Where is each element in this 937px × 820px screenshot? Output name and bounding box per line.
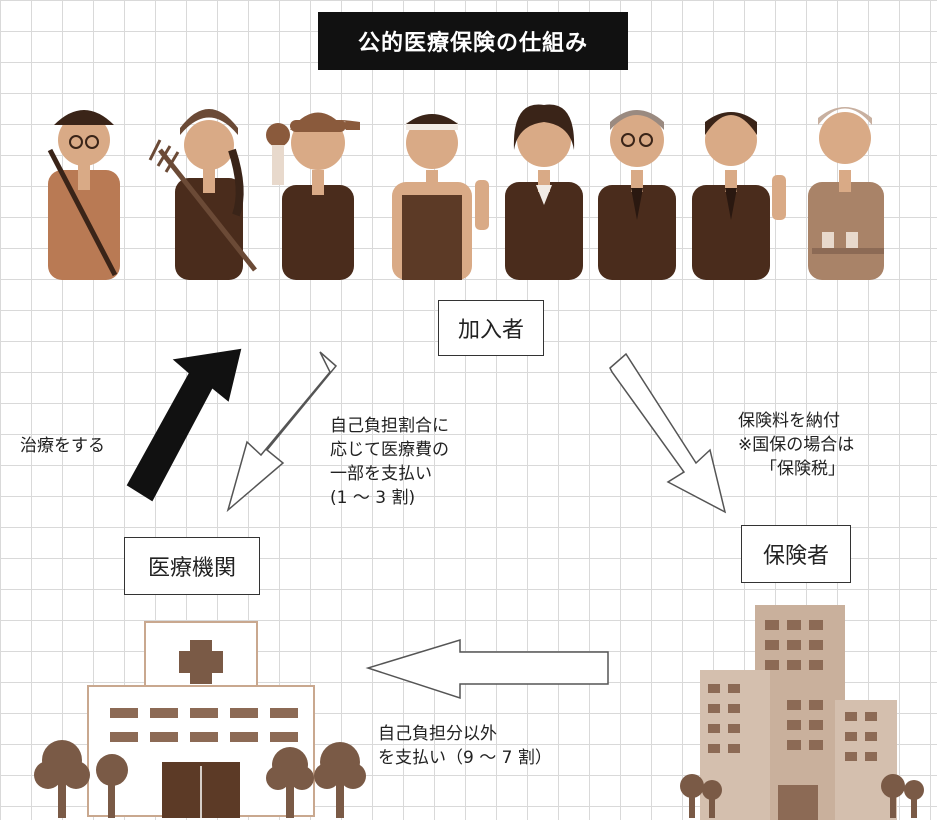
- person-craftsman: [392, 114, 489, 280]
- diagram-title: 公的医療保険の仕組み: [318, 12, 628, 70]
- label-treatment: 治療をする: [20, 436, 105, 456]
- label-premium-line1: 保険料を納付: [738, 411, 840, 431]
- arrow-premium: [609, 352, 727, 514]
- person-businessman: [692, 112, 786, 280]
- label-premium-line3: 「保険税」: [760, 459, 845, 479]
- node-medical-institution: 医療機関: [124, 537, 260, 595]
- members-illustration: [47, 104, 884, 280]
- label-premium-line2: ※国保の場合は: [738, 435, 855, 455]
- person-elder-businessman: [598, 110, 676, 280]
- arrow-remainder: [365, 638, 609, 700]
- hospital-illustration: [34, 621, 366, 818]
- node-members: 加入者: [438, 300, 544, 356]
- arrow-treatment: [126, 348, 242, 502]
- person-office-woman: [505, 104, 583, 280]
- arrow-copay: [226, 351, 338, 513]
- node-insurer: 保険者: [741, 525, 851, 583]
- person-waitress: [808, 107, 884, 280]
- person-farmer: [47, 110, 120, 280]
- person-chef: [266, 112, 360, 280]
- insurer-building-illustration: [680, 605, 924, 820]
- label-remainder: 自己負担分以外 を支払い（9 ～ 7 割）: [378, 724, 552, 768]
- person-farmer-woman: [148, 109, 257, 280]
- label-copay: 自己負担割合に 応じて医療費の 一部を支払い (1 ～ 3 割): [330, 416, 449, 508]
